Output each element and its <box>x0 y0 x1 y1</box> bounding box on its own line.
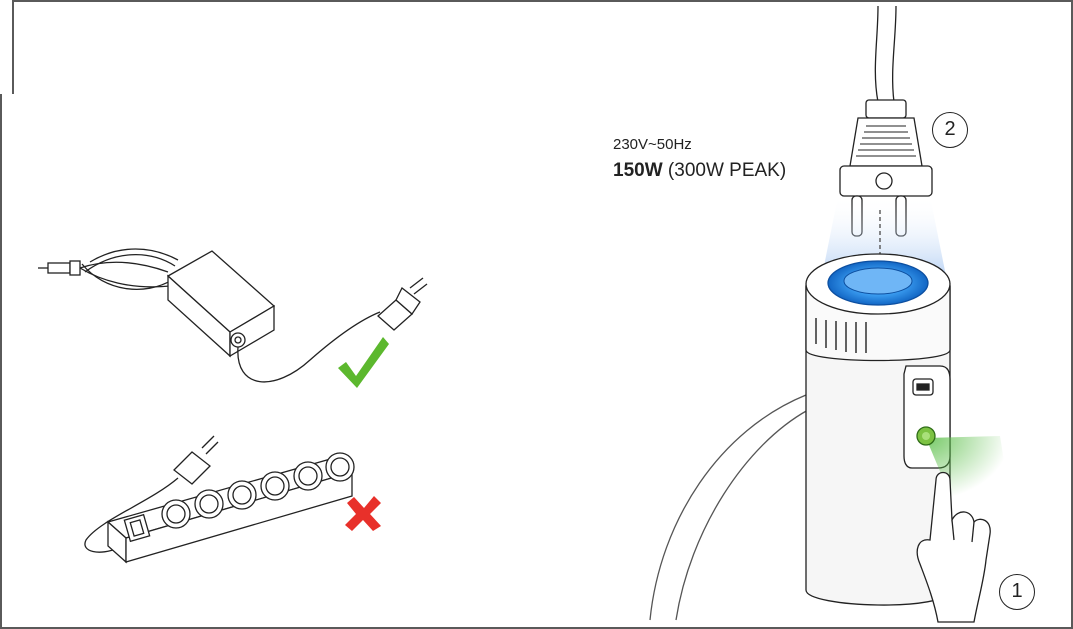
red-cross-icon <box>345 496 381 531</box>
step-2-marker: 2 <box>932 112 968 148</box>
power-adapter <box>38 248 428 383</box>
power-rating: 150W <box>613 160 663 181</box>
green-checkmark-icon <box>338 337 389 388</box>
voltage-spec: 230V~50Hz <box>613 136 692 153</box>
power-strip <box>84 435 355 564</box>
frame-notch <box>0 0 14 94</box>
strip-sockets <box>161 452 355 529</box>
device-cable <box>649 394 807 621</box>
step-1-marker: 1 <box>999 574 1035 610</box>
peak-power: (300W PEAK) <box>662 160 787 181</box>
power-spec: 150W (300W PEAK) <box>613 160 786 182</box>
hand-pointer <box>916 471 991 623</box>
